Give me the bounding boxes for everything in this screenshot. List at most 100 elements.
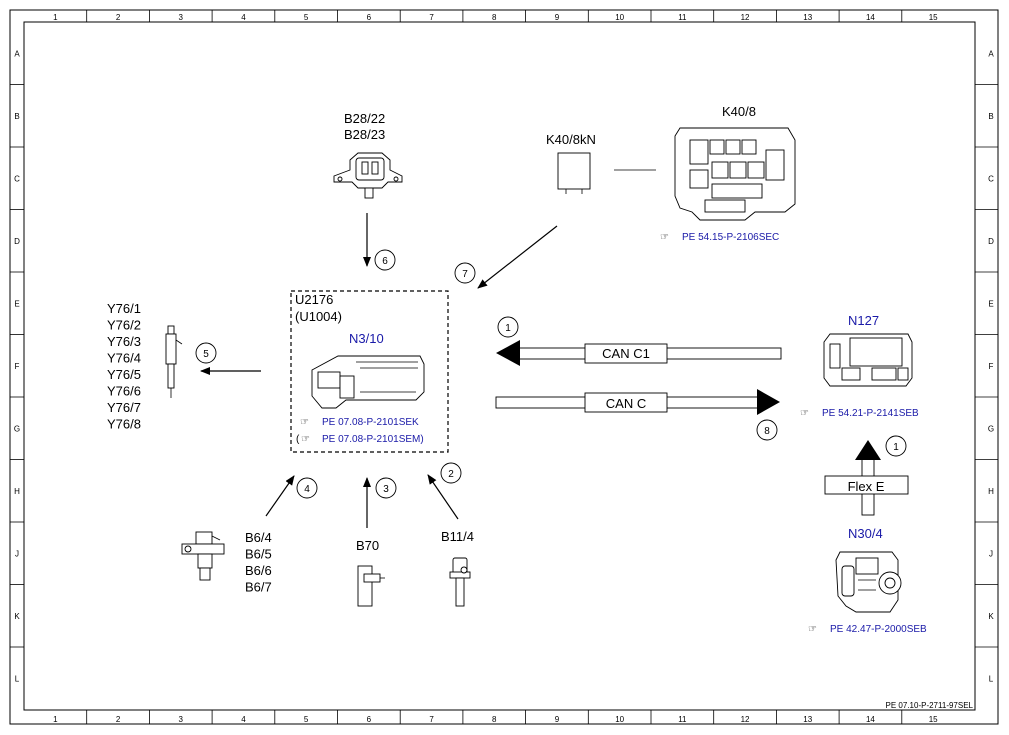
- flex-e-label: Flex E: [848, 479, 885, 494]
- drawing-frame: [9, 9, 999, 725]
- grid-column-label: 6: [367, 715, 372, 724]
- grid-column-label: 12: [741, 715, 750, 724]
- grid-column-label: 15: [929, 13, 938, 22]
- hand-pointer-icon: ☞: [300, 417, 309, 428]
- grid-row-label: L: [15, 674, 20, 683]
- n30-4-reference[interactable]: ☞ PE 42.47-P-2000SEB: [808, 624, 927, 635]
- grid-column-label: 4: [241, 715, 246, 724]
- grid-column-label: 12: [741, 13, 750, 22]
- n127-reference[interactable]: ☞ PE 54.21-P-2141SEB: [800, 408, 919, 419]
- b28-sensor-icon: [333, 152, 403, 199]
- k40-8-reference[interactable]: ☞ PE 54.15-P-2106SEC: [660, 232, 779, 243]
- grid-row-label: E: [14, 299, 19, 308]
- marker-5: 5: [195, 342, 217, 364]
- fusebox-icon: [674, 127, 796, 221]
- temperature-sensor-icon: [449, 557, 471, 607]
- hand-pointer-icon: ☞: [660, 232, 669, 243]
- grid-row-label: F: [989, 362, 994, 371]
- can-c-bus: CAN C: [495, 389, 780, 415]
- grid-row-label: K: [988, 612, 994, 621]
- marker-7: 7: [454, 262, 476, 284]
- can-c1-bus: CAN C1: [496, 340, 782, 366]
- grid-column-label: 11: [678, 13, 687, 22]
- b6-label: B6/7: [245, 580, 272, 595]
- k40-8-ref-link[interactable]: PE 54.15-P-2106SEC: [682, 232, 779, 243]
- hand-pointer-icon: ☞: [800, 408, 809, 419]
- can-c-label: CAN C: [606, 396, 646, 411]
- grid-column-label: 6: [367, 13, 372, 22]
- grid-column-label: 2: [116, 13, 121, 22]
- grid-column-label: 9: [555, 13, 560, 22]
- y76-label: Y76/2: [107, 318, 141, 333]
- ecu-icon: [311, 355, 425, 409]
- y76-label: Y76/5: [107, 367, 141, 382]
- grid-row-label: C: [988, 174, 994, 183]
- n3-10-ref-link-2[interactable]: PE 07.08-P-2101SEM): [322, 434, 424, 445]
- grid-column-label: 4: [241, 13, 246, 22]
- grid-column-label: 3: [179, 715, 184, 724]
- grid-column-label: 13: [803, 13, 812, 22]
- y76-label: Y76/4: [107, 351, 141, 366]
- grid-column-label: 8: [492, 13, 497, 22]
- b70-label: B70: [356, 538, 379, 553]
- grid-column-label: 10: [615, 715, 624, 724]
- grid-column-label: 2: [116, 715, 121, 724]
- grid-row-label: E: [988, 299, 993, 308]
- b28-label-1: B28/22: [344, 111, 385, 126]
- grid-row-label: A: [14, 49, 20, 58]
- grid-row-label: A: [988, 49, 994, 58]
- marker-3: 3: [375, 477, 397, 499]
- grid-row-label: B: [14, 112, 19, 121]
- hand-pointer-icon: ☞: [301, 434, 310, 445]
- y76-label: Y76/7: [107, 400, 141, 415]
- n127-ref-link[interactable]: PE 54.21-P-2141SEB: [822, 408, 919, 419]
- marker-2: 2: [440, 462, 462, 484]
- n127-module: N127 ☞ PE 54.21-P-2141SEB: [800, 313, 919, 419]
- b6-sensors: B6/4B6/5B6/6B6/7: [181, 475, 295, 595]
- grid-row-label: D: [14, 237, 20, 246]
- marker-1-flex-e: 1: [885, 435, 907, 457]
- n30-4-label: N30/4: [848, 526, 883, 541]
- hand-pointer-icon: ☞: [808, 624, 817, 635]
- b6-label: B6/6: [245, 563, 272, 578]
- k40-8kn-label: K40/8kN: [546, 132, 596, 147]
- grid-row-label: C: [14, 174, 20, 183]
- marker-4: 4: [296, 477, 318, 499]
- marker-4-number: 4: [304, 484, 310, 495]
- grid-column-label: 9: [555, 715, 560, 724]
- marker-6: 6: [374, 249, 396, 271]
- marker-6-number: 6: [382, 256, 388, 267]
- u1004-label: (U1004): [295, 309, 342, 324]
- grid-column-label: 1: [53, 715, 58, 724]
- y76-label: Y76/6: [107, 384, 141, 399]
- k40-8-label: K40/8: [722, 104, 756, 119]
- grid-column-label: 14: [866, 715, 875, 724]
- n3-10-reference-1[interactable]: ☞ PE 07.08-P-2101SEK: [300, 417, 419, 428]
- marker-3-number: 3: [383, 484, 389, 495]
- grid-row-label: J: [989, 549, 993, 558]
- n30-4-ref-link[interactable]: PE 42.47-P-2000SEB: [830, 624, 927, 635]
- grid-column-label: 15: [929, 715, 938, 724]
- n3-10-label: N3/10: [349, 331, 384, 346]
- grid-column-label: 10: [615, 13, 624, 22]
- grid-row-label: J: [15, 549, 19, 558]
- marker-5-number: 5: [203, 349, 209, 360]
- y76-label: Y76/3: [107, 334, 141, 349]
- grid-column-label: 14: [866, 13, 875, 22]
- b28-label-2: B28/23: [344, 127, 385, 142]
- grid-row-label: G: [988, 424, 994, 433]
- b6-label: B6/5: [245, 547, 272, 562]
- grid-column-label: 5: [304, 13, 309, 22]
- n3-10-reference-2[interactable]: ( ☞ PE 07.08-P-2101SEM): [296, 434, 424, 445]
- u2176-label: U2176: [295, 292, 333, 307]
- can-c1-label: CAN C1: [602, 346, 650, 361]
- n3-10-ref-link-1[interactable]: PE 07.08-P-2101SEK: [322, 417, 419, 428]
- u2176-control-unit: U2176 (U1004) N3/10 ☞ PE 07.08-P-2101SEK…: [290, 290, 449, 453]
- grid-row-label: H: [988, 487, 994, 496]
- grid-column-label: 5: [304, 715, 309, 724]
- b28-sensor: B28/22 B28/23: [333, 111, 403, 267]
- n30-4-module: N30/4 ☞ PE 42.47-P-2000SEB: [808, 526, 927, 635]
- k40-8kn-relay: K40/8kN: [477, 132, 656, 289]
- grid-row-label: K: [14, 612, 20, 621]
